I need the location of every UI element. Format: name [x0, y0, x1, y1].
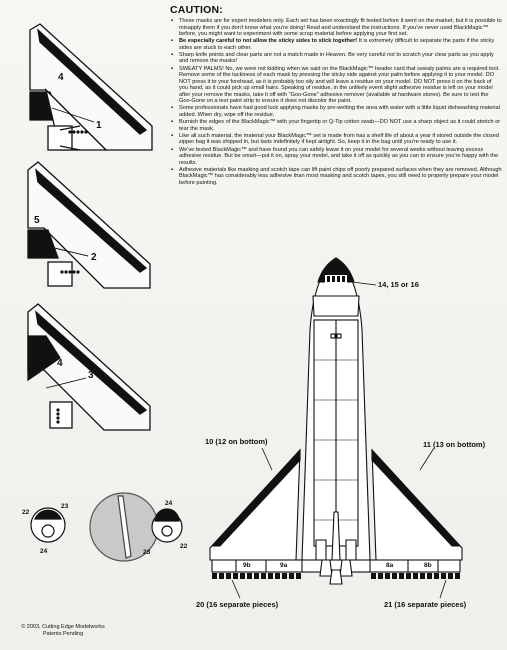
tail-dots	[56, 408, 60, 424]
bay-ribs	[314, 359, 358, 521]
left-wing-edge-mask	[210, 448, 301, 547]
mask-number: 3	[88, 370, 94, 381]
tail-engine-box	[49, 401, 73, 429]
tail-black-panel	[27, 335, 61, 382]
footer: © 2003, Cutting Edge Modelworks Patents …	[20, 624, 106, 638]
caution-item: These masks are for expert modelers only…	[171, 18, 502, 38]
leader-line	[45, 377, 87, 389]
tire-mask-left-black	[34, 509, 62, 520]
tail-dots	[68, 130, 88, 134]
tail-diagram-1	[29, 23, 153, 151]
mask-number: 5	[34, 215, 40, 226]
caution-item: Sharp knife points and clear parts are n…	[171, 52, 502, 65]
caution-item: Be especially careful to not allow the s…	[171, 38, 502, 51]
tail-leading-edge-mask	[35, 168, 148, 273]
tail-engine-lines	[59, 125, 81, 151]
left-edge-label: 20 (16 separate pieces)	[196, 600, 279, 609]
bay-hatch-marks	[330, 333, 342, 339]
tire-label: 22	[180, 543, 188, 550]
caution-item: Burnish the edges of the BlackMagic™ wit…	[171, 119, 502, 132]
caution-item: Adhesive materials like masking and scot…	[171, 167, 502, 187]
leader-line	[45, 245, 89, 257]
segment-label: 9b	[243, 562, 251, 569]
tail-leading-edge-mask	[35, 310, 148, 415]
nose-label: 14, 15 or 16	[378, 280, 419, 289]
caution-item: Like all such material, the material you…	[171, 133, 502, 146]
tail-leading-edge-mask	[37, 28, 148, 135]
segment-label: 8b	[424, 562, 432, 569]
caution-title: CAUTION:	[170, 4, 223, 16]
caution-item: We've tested BlackMagic™ and have found …	[171, 147, 502, 167]
mask-number: 1	[96, 120, 102, 131]
oms-pod-right	[345, 539, 357, 563]
right-wing-edge-mask	[371, 448, 462, 547]
oms-pod-left	[315, 539, 327, 563]
tail-dots	[60, 270, 80, 274]
trailing-edge-masks	[212, 573, 460, 579]
tire-masks	[30, 492, 183, 562]
segment-label: 9a	[280, 562, 288, 569]
mask-number: 2	[91, 252, 97, 263]
tail-black-panel	[27, 229, 59, 259]
tire-label: 22	[22, 509, 30, 516]
tire-label: 23	[61, 503, 69, 510]
center-disc-slot	[117, 495, 132, 559]
tail-fin-top	[331, 511, 341, 561]
tail-engine-box	[47, 261, 73, 287]
tire-label: 23	[143, 549, 151, 556]
caution-item: SWEATY PALMS! No, we were not kidding wh…	[171, 66, 502, 105]
caution-list: These masks are for expert modelers only…	[170, 18, 502, 186]
mask-number: 4	[58, 72, 64, 83]
leader-line	[51, 107, 95, 123]
mask-number: 4	[57, 358, 63, 369]
caution-section: CAUTION: These masks are for expert mode…	[170, 4, 502, 187]
tire-label: 24	[40, 548, 48, 555]
copyright-text: © 2003, Cutting Edge Modelworks	[21, 624, 105, 630]
caution-item: Some professionals have had good luck ap…	[171, 105, 502, 118]
cockpit-panel	[312, 295, 360, 317]
shuttle-diagram	[209, 257, 463, 599]
right-wing-label: 11 (13 on bottom)	[423, 440, 486, 449]
shuttle-leader-lines	[231, 281, 447, 599]
tire-mask-right-black	[154, 508, 180, 522]
segment-label: 8a	[386, 562, 394, 569]
tail-diagram-2	[27, 161, 151, 289]
right-edge-label: 21 (16 separate pieces)	[384, 600, 467, 609]
tail-diagram-3	[27, 303, 151, 431]
window-masks	[327, 276, 345, 282]
main-engines	[319, 559, 353, 585]
patents-text: Patents Pending	[42, 631, 84, 637]
left-wing-label: 10 (12 on bottom)	[205, 437, 268, 446]
tire-label: 24	[165, 500, 173, 507]
